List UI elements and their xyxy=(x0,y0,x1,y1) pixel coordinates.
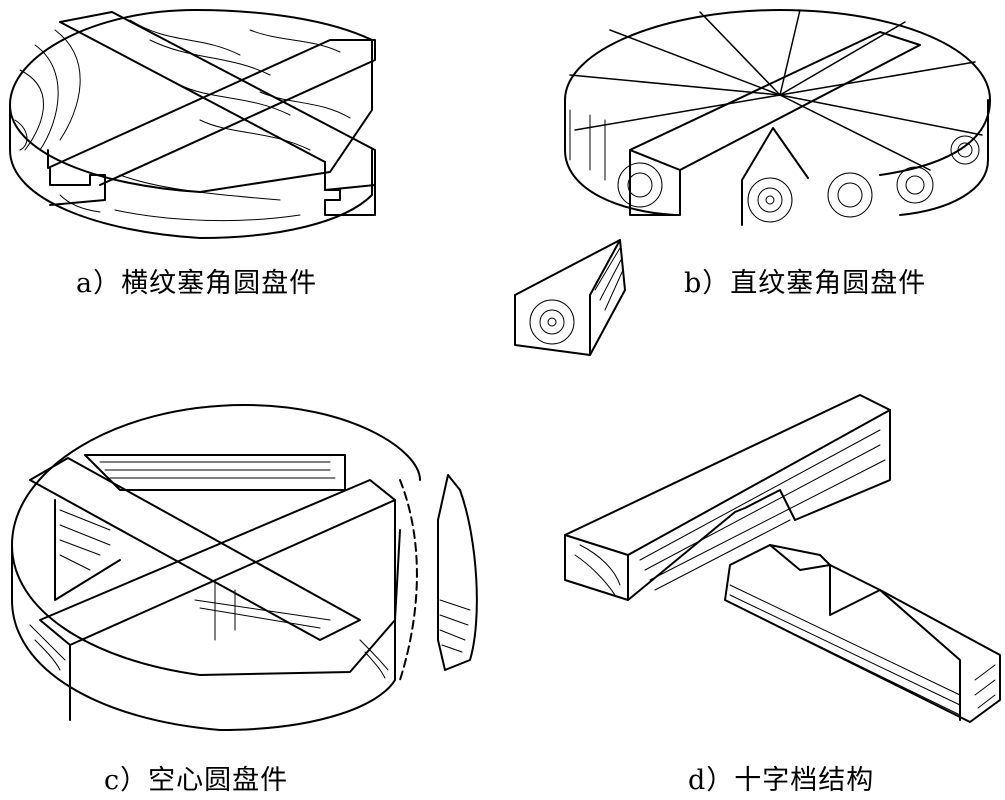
disc-c-cross-bar-1 xyxy=(30,458,360,640)
disc-b-wedge-gap xyxy=(742,128,808,225)
caption-c: c）空心圆盘件 xyxy=(104,765,289,796)
disc-c-top-ellipse-right xyxy=(245,405,420,480)
removed-piece-hatch xyxy=(440,600,470,652)
disc-b-spokes xyxy=(570,10,982,170)
removed-piece-outline xyxy=(438,475,477,670)
disc-a-groove-right xyxy=(325,162,375,215)
disc-b-top-ellipse xyxy=(565,10,990,175)
disc-b-side-wall xyxy=(565,100,988,215)
disc-c-frame-left xyxy=(55,500,120,600)
wedge-plug-end-grain xyxy=(530,248,623,344)
rail-lower xyxy=(725,545,1000,722)
disc-c-top-ellipse xyxy=(12,405,400,675)
rail-upper-edges xyxy=(565,410,890,600)
disc-a-top-ellipse xyxy=(10,10,372,192)
rail-lower-tenon xyxy=(770,545,960,720)
disc-a-board-2 xyxy=(48,40,375,185)
disc-c-removed-piece xyxy=(438,475,477,670)
wedge-plug-outline xyxy=(515,240,625,355)
disc-c-side-wall xyxy=(12,545,395,730)
disc-c-frame-top xyxy=(85,455,345,490)
rail-upper-hatch xyxy=(575,430,885,595)
disc-c-cut-line xyxy=(400,480,417,680)
disc-c-frame-hatch xyxy=(60,462,335,640)
disc-b-cross-bar xyxy=(630,32,920,215)
disc-a-cross-board xyxy=(60,12,375,190)
caption-b: b）直纹塞角圆盘件 xyxy=(684,268,927,299)
disc-a-side-wall xyxy=(10,105,372,238)
caption-d: d）十字档结构 xyxy=(688,765,875,796)
rail-upper xyxy=(565,395,890,600)
disc-a-grain xyxy=(15,20,350,221)
disc-b-end-grain xyxy=(570,110,979,222)
disc-c-end-grain xyxy=(30,625,388,678)
figure-d-cross-rail-joint xyxy=(565,395,1000,722)
disc-a-groove-left xyxy=(50,168,105,205)
rail-lower-hatch xyxy=(730,585,995,715)
figure-a-cross-grain-disc xyxy=(10,10,375,238)
caption-a: a）横纹塞角圆盘件 xyxy=(76,268,318,299)
figure-b-straight-grain-disc xyxy=(565,10,990,225)
disc-c-cross-bar-2 xyxy=(40,480,395,645)
disc-c-cross-bar-2-side xyxy=(70,500,395,720)
figure-c-hollow-disc xyxy=(12,405,420,730)
wedge-plug xyxy=(515,240,625,355)
